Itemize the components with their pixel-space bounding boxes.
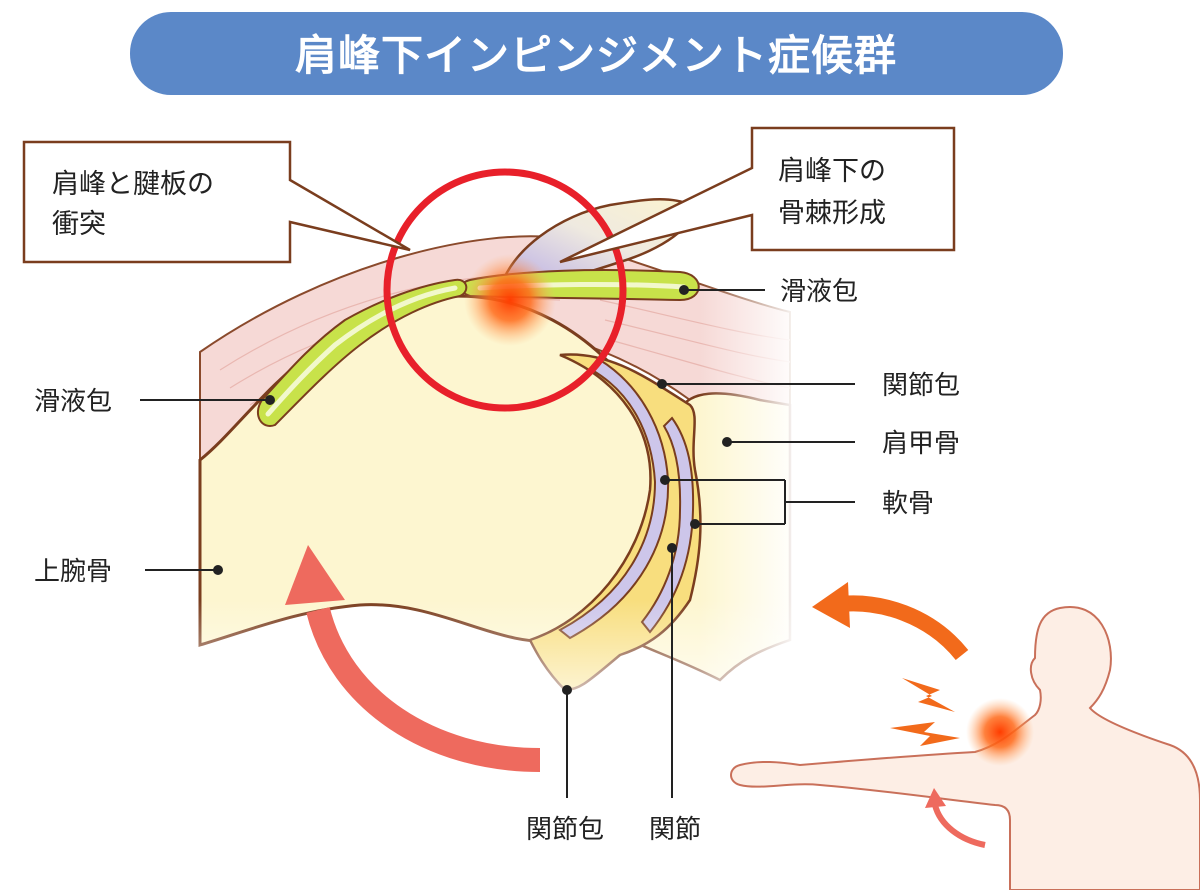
page-title: 肩峰下インピンジメント症候群 [295, 31, 897, 80]
label-cartilage: 軟骨 [660, 475, 934, 529]
callout-impact-box [22, 140, 411, 264]
fade-bottom [180, 600, 800, 740]
label-humerus-text: 上腕骨 [34, 557, 112, 587]
impingement-pain-glow [464, 254, 556, 346]
label-capsule-bottom: 関節包 [526, 685, 604, 845]
callout-impact: 肩峰と腱板の 衝突 [22, 140, 411, 264]
highlight-ring [383, 168, 627, 412]
title-banner: 肩峰下インピンジメント症候群 [130, 12, 1063, 95]
callout-spur-box [559, 126, 956, 264]
title-banner-background [130, 12, 1063, 95]
callout-spur-line2: 骨棘形成 [778, 198, 886, 229]
label-capsule-right-text: 関節包 [882, 371, 960, 401]
label-bursa-left: 滑液包 [34, 387, 275, 417]
lift-arrow-icon [812, 582, 969, 661]
label-joint-text: 関節 [649, 815, 701, 845]
label-scapula-text: 肩甲骨 [882, 429, 960, 459]
label-bursa-left-text: 滑液包 [34, 387, 112, 417]
bursa-left-inner [265, 285, 458, 417]
bursa-left [256, 278, 468, 427]
callout-impact-line1: 肩峰と腱板の [52, 169, 214, 200]
callout-spur-line1: 肩峰下の [778, 156, 886, 187]
label-humerus: 上腕骨 [34, 557, 223, 587]
label-capsule-right: 関節包 [657, 371, 960, 401]
pain-bolt-icon [902, 678, 955, 712]
person-silhouette-icon [730, 605, 1200, 891]
label-cartilage-text: 軟骨 [882, 489, 934, 519]
small-motion-arrow-icon [925, 788, 986, 848]
callout-spur: 肩峰下の 骨棘形成 [559, 126, 956, 264]
label-capsule-bottom-text: 関節包 [526, 815, 604, 845]
label-joint: 関節 [649, 543, 701, 845]
label-bursa-right-text: 滑液包 [780, 277, 858, 307]
label-bursa-right: 滑液包 [679, 277, 858, 307]
label-scapula: 肩甲骨 [722, 429, 960, 459]
callout-impact-line2: 衝突 [52, 209, 106, 240]
motion-arrow-icon [285, 545, 541, 772]
pain-bolt-icon-2 [890, 722, 960, 746]
